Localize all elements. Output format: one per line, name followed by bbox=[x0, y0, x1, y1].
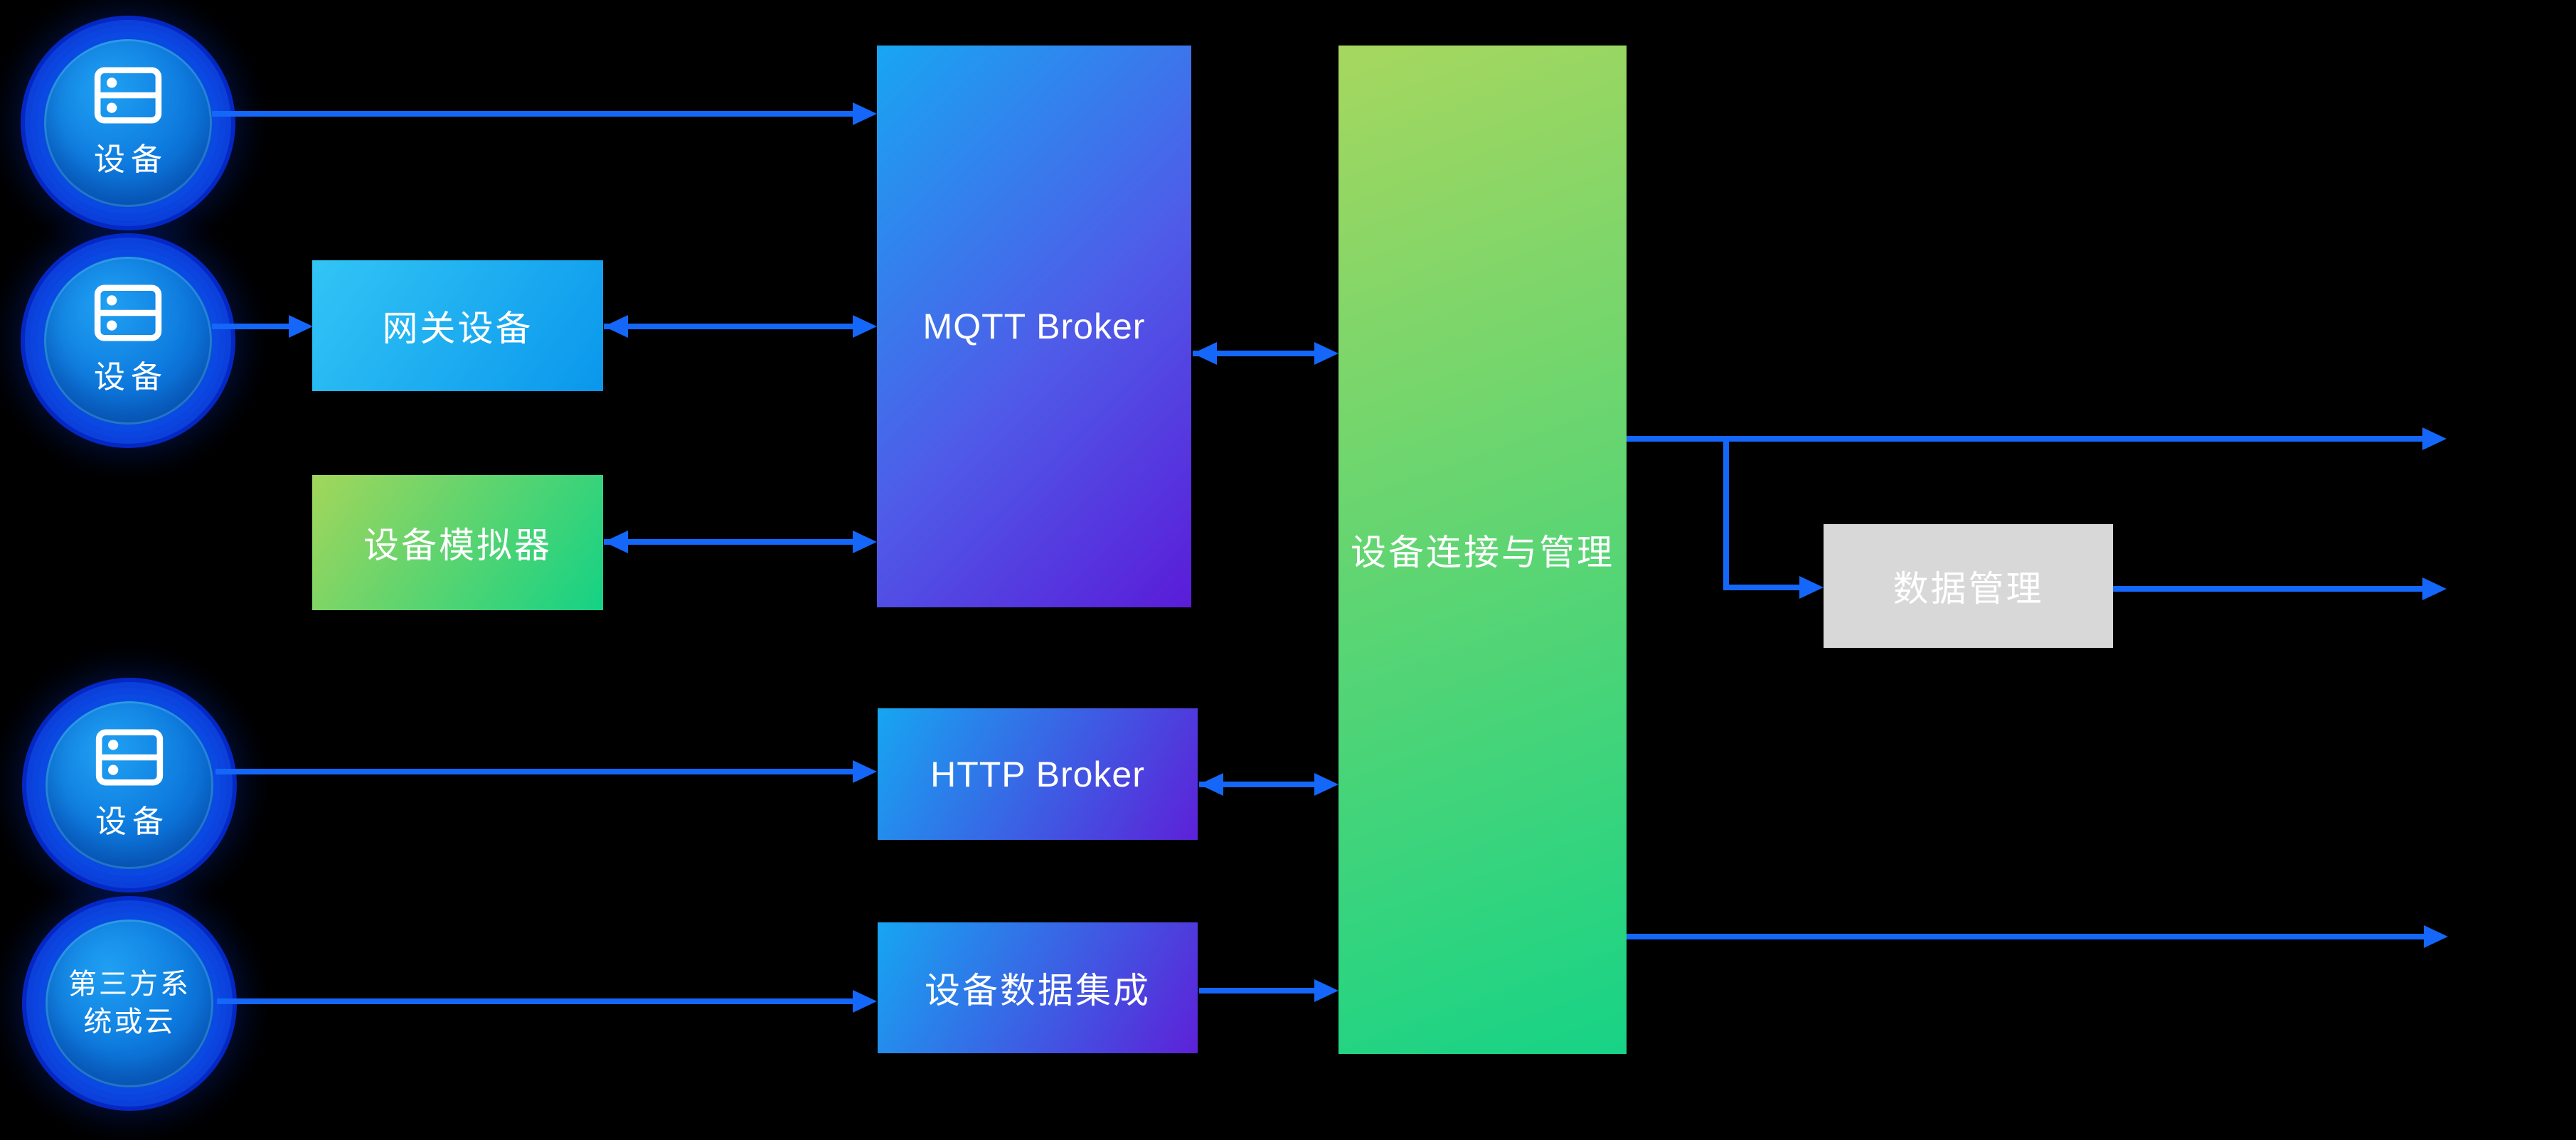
box-label: 设备连接与管理 bbox=[1351, 533, 1614, 572]
arrow-shaft bbox=[604, 324, 853, 329]
arrow-shaft bbox=[1199, 988, 1314, 993]
node-label-line1: 第三方系 bbox=[68, 969, 191, 1001]
arrowhead-left bbox=[1193, 342, 1217, 365]
box-label: MQTT Broker bbox=[922, 307, 1146, 346]
server-icon bbox=[95, 729, 164, 786]
box-device-data-integration: 设备数据集成 bbox=[878, 922, 1198, 1053]
box-data-management: 数据管理 bbox=[1824, 524, 2113, 648]
arrowhead-right bbox=[1314, 979, 1338, 1002]
box-label: 网关设备 bbox=[382, 309, 533, 348]
node-device-3: 设备 bbox=[46, 701, 213, 869]
arrow-shaft bbox=[212, 324, 289, 329]
node-label: 设备 bbox=[94, 360, 168, 395]
arrowhead-right bbox=[1799, 576, 1824, 599]
arrowhead-right bbox=[853, 760, 877, 783]
box-http-broker: HTTP Broker bbox=[878, 708, 1198, 840]
arrowhead-right bbox=[2422, 427, 2447, 450]
box-gateway-device: 网关设备 bbox=[312, 260, 603, 391]
arrow-shaft bbox=[604, 539, 853, 545]
box-mqtt-broker: MQTT Broker bbox=[877, 46, 1191, 607]
arrow-shaft bbox=[1199, 782, 1314, 787]
arrowhead-right bbox=[1314, 773, 1338, 796]
node-third-party-system: 第三方系 统或云 bbox=[46, 920, 213, 1087]
arrow-shaft-vertical bbox=[1723, 436, 1729, 590]
arrowhead-right bbox=[2422, 577, 2447, 600]
arrow-shaft bbox=[217, 998, 853, 1004]
box-label: 设备数据集成 bbox=[925, 971, 1151, 1011]
box-label: HTTP Broker bbox=[930, 754, 1145, 794]
arrow-shaft bbox=[1193, 351, 1314, 356]
arrow-shaft bbox=[1723, 585, 1799, 590]
arrowhead-right bbox=[289, 315, 313, 338]
arrowhead-right bbox=[853, 102, 877, 125]
box-label: 数据管理 bbox=[1893, 569, 2044, 609]
arrowhead-right bbox=[853, 315, 877, 338]
arrow-shaft bbox=[215, 769, 853, 774]
arrowhead-right bbox=[853, 990, 877, 1013]
box-device-connect-manage: 设备连接与管理 bbox=[1338, 46, 1627, 1054]
arrowhead-left bbox=[604, 531, 628, 553]
arrow-shaft bbox=[1627, 934, 2424, 939]
server-icon bbox=[94, 67, 162, 124]
arrowhead-right bbox=[2424, 925, 2448, 948]
node-label: 设备 bbox=[95, 804, 169, 839]
arrow-shaft bbox=[1627, 436, 2422, 442]
node-device-1: 设备 bbox=[44, 39, 212, 207]
node-label: 设备 bbox=[94, 142, 168, 177]
box-label: 设备模拟器 bbox=[363, 526, 552, 565]
arrow-shaft bbox=[212, 111, 853, 117]
box-device-simulator: 设备模拟器 bbox=[312, 475, 603, 610]
arrowhead-left bbox=[604, 315, 628, 338]
node-label: 第三方系 统或云 bbox=[68, 966, 191, 1041]
arrowhead-right bbox=[1314, 342, 1338, 365]
node-label-line2: 统或云 bbox=[83, 1006, 176, 1038]
arrowhead-right bbox=[853, 531, 877, 553]
arrowhead-left bbox=[1199, 773, 1223, 796]
server-icon bbox=[94, 284, 162, 341]
arrow-shaft bbox=[2113, 586, 2422, 592]
node-device-2: 设备 bbox=[44, 257, 212, 425]
